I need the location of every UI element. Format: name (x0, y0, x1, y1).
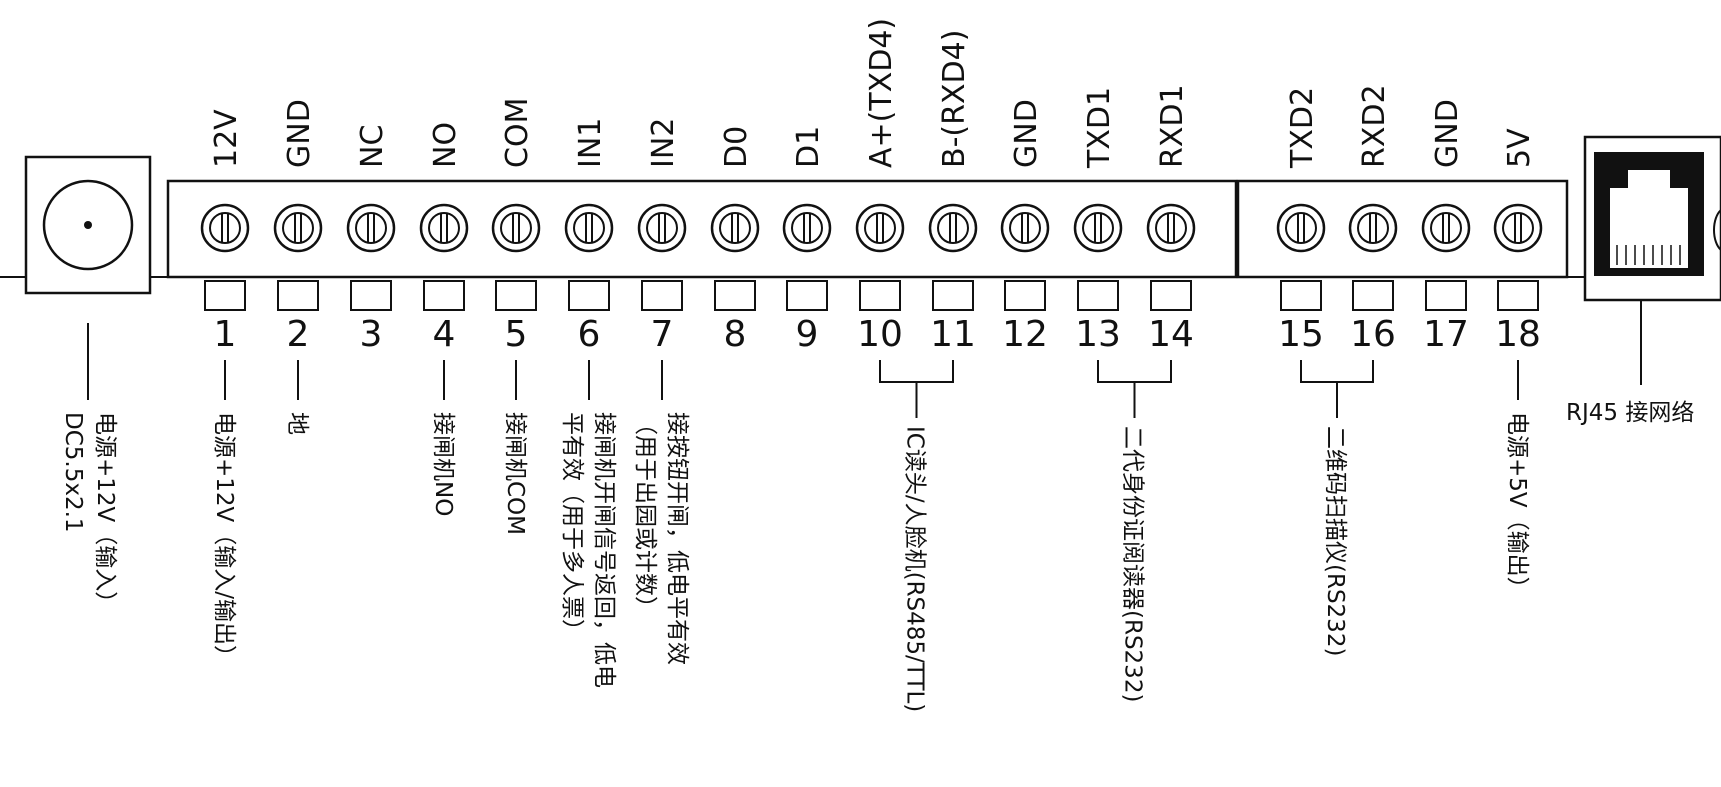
terminal-tab (1150, 280, 1192, 311)
terminal-number: 12 (1002, 314, 1048, 355)
power-jack-desc-line2: DC5.5x2.1 (60, 412, 86, 533)
terminal-number: 9 (796, 314, 819, 355)
rj45-jack (1583, 135, 1721, 385)
terminal-tab (1280, 280, 1322, 311)
terminal-10: A+(TXD4) 10 (855, 18, 905, 355)
terminal-11: B-(RXD4) 11 (928, 30, 978, 355)
pin-label: RXD1 (1155, 84, 1190, 168)
power-jack (24, 155, 152, 400)
group-15-16: 二维码扫描仪(RS232) (1300, 360, 1374, 656)
pin-label: TXD1 (1082, 87, 1117, 169)
pin-label: TXD2 (1285, 87, 1320, 169)
pin-label: 12V (209, 109, 244, 168)
terminal-description: 接按钮开闸，低电平有效 (664, 412, 690, 665)
group-description: IC读头/人脸机(RS485/TTL) (902, 426, 928, 712)
pin-label: D0 (719, 126, 754, 168)
terminal-description: 平有效（用于多人票） (559, 412, 585, 642)
terminal-number: 6 (578, 314, 601, 355)
terminal-tab (1077, 280, 1119, 311)
pin-label: RXD2 (1357, 84, 1392, 168)
terminal-tab (932, 280, 974, 311)
terminal-number: 15 (1278, 314, 1324, 355)
terminals: 12V 1 电源+12V（输入/输出） GND 2 地 NC 3 NO 4 接闸机NO COM 5 接闸机… (200, 18, 1543, 688)
terminal-tab (859, 280, 901, 311)
terminal-tab (1352, 280, 1394, 311)
pin-label: 5V (1502, 128, 1537, 168)
terminal-block-main (166, 179, 1238, 279)
pin-label: GND (282, 99, 317, 168)
terminal-15: TXD2 15 (1276, 87, 1326, 355)
terminal-7: IN2 7 接按钮开闸，低电平有效（用于出园或计数） (632, 118, 690, 665)
rj45-label: RJ45 接网络 (1566, 400, 1694, 426)
terminal-tab (495, 280, 537, 311)
pin-label: B-(RXD4) (937, 30, 972, 168)
terminal-3: NC 3 (346, 125, 396, 355)
terminal-description: 接闸机NO (430, 412, 456, 516)
terminal-tab (641, 280, 683, 311)
pin-label: IN1 (573, 118, 608, 168)
terminal-number: 11 (930, 314, 976, 355)
terminal-14: RXD1 14 (1146, 84, 1196, 355)
terminal-number: 4 (433, 314, 456, 355)
terminal-number: 10 (857, 314, 903, 355)
pin-label: NC (355, 125, 390, 168)
pin-label: IN2 (646, 118, 681, 168)
terminal-number: 18 (1495, 314, 1541, 355)
terminal-description: （用于出园或计数） (632, 412, 658, 619)
terminal-6: IN1 6 接闸机开闸信号返回，低电平有效（用于多人票） (559, 118, 617, 688)
terminal-tab (714, 280, 756, 311)
terminal-18: 5V 18 电源+5V（输出） (1493, 128, 1543, 600)
terminal-tab (423, 280, 465, 311)
terminal-16: RXD2 16 (1348, 84, 1398, 355)
terminal-number: 7 (651, 314, 674, 355)
terminal-tab (568, 280, 610, 311)
terminal-tab (277, 280, 319, 311)
terminal-tab (350, 280, 392, 311)
terminal-number: 2 (287, 314, 310, 355)
terminal-4: NO 4 接闸机NO (419, 122, 469, 516)
pin-label: GND (1009, 99, 1044, 168)
terminal-number: 14 (1148, 314, 1194, 355)
terminal-tab (1425, 280, 1467, 311)
group-10-11: IC读头/人脸机(RS485/TTL) (879, 360, 954, 712)
terminal-1: 12V 1 电源+12V（输入/输出） (200, 109, 250, 668)
terminal-groups: IC读头/人脸机(RS485/TTL) 二代身份证阅读器(RS232) 二维码扫描仪… (879, 360, 1374, 712)
pin-label: A+(TXD4) (864, 18, 899, 168)
terminal-tab (1004, 280, 1046, 311)
terminal-number: 17 (1423, 314, 1469, 355)
terminal-description: 接闸机COM (502, 412, 528, 535)
terminal-description: 地 (284, 412, 310, 435)
terminal-description: 电源+5V（输出） (1504, 412, 1530, 600)
terminal-5: COM 5 接闸机COM (491, 98, 541, 535)
terminal-number: 16 (1350, 314, 1396, 355)
terminal-17: GND 17 (1421, 99, 1471, 355)
group-description: 二代身份证阅读器(RS232) (1120, 426, 1146, 702)
group-13-14: 二代身份证阅读器(RS232) (1097, 360, 1172, 702)
pin-label: D1 (791, 126, 826, 168)
terminal-9: D1 9 (782, 126, 832, 355)
pin-label: NO (428, 122, 463, 168)
terminal-number: 3 (360, 314, 383, 355)
power-jack-desc-line1: 电源+12V（输入） (92, 412, 118, 614)
pin-label: COM (500, 98, 535, 168)
terminal-number: 8 (724, 314, 747, 355)
terminal-number: 5 (505, 314, 528, 355)
group-description: 二维码扫描仪(RS232) (1322, 426, 1348, 656)
pin-label: GND (1430, 99, 1465, 168)
terminal-description: 接闸机开闸信号返回，低电 (591, 412, 617, 688)
terminal-description: 电源+12V（输入/输出） (211, 412, 237, 668)
terminal-tab (204, 280, 246, 311)
terminal-12: GND 12 (1000, 99, 1050, 355)
terminal-8: D0 8 (710, 126, 760, 355)
terminal-tab (786, 280, 828, 311)
terminal-tab (1497, 280, 1539, 311)
power-jack-description: 电源+12V（输入） DC5.5x2.1 (60, 412, 118, 614)
terminal-number: 13 (1075, 314, 1121, 355)
terminal-2: GND 2 地 (273, 99, 323, 435)
terminal-13: TXD1 13 (1073, 87, 1123, 355)
terminal-number: 1 (214, 314, 237, 355)
